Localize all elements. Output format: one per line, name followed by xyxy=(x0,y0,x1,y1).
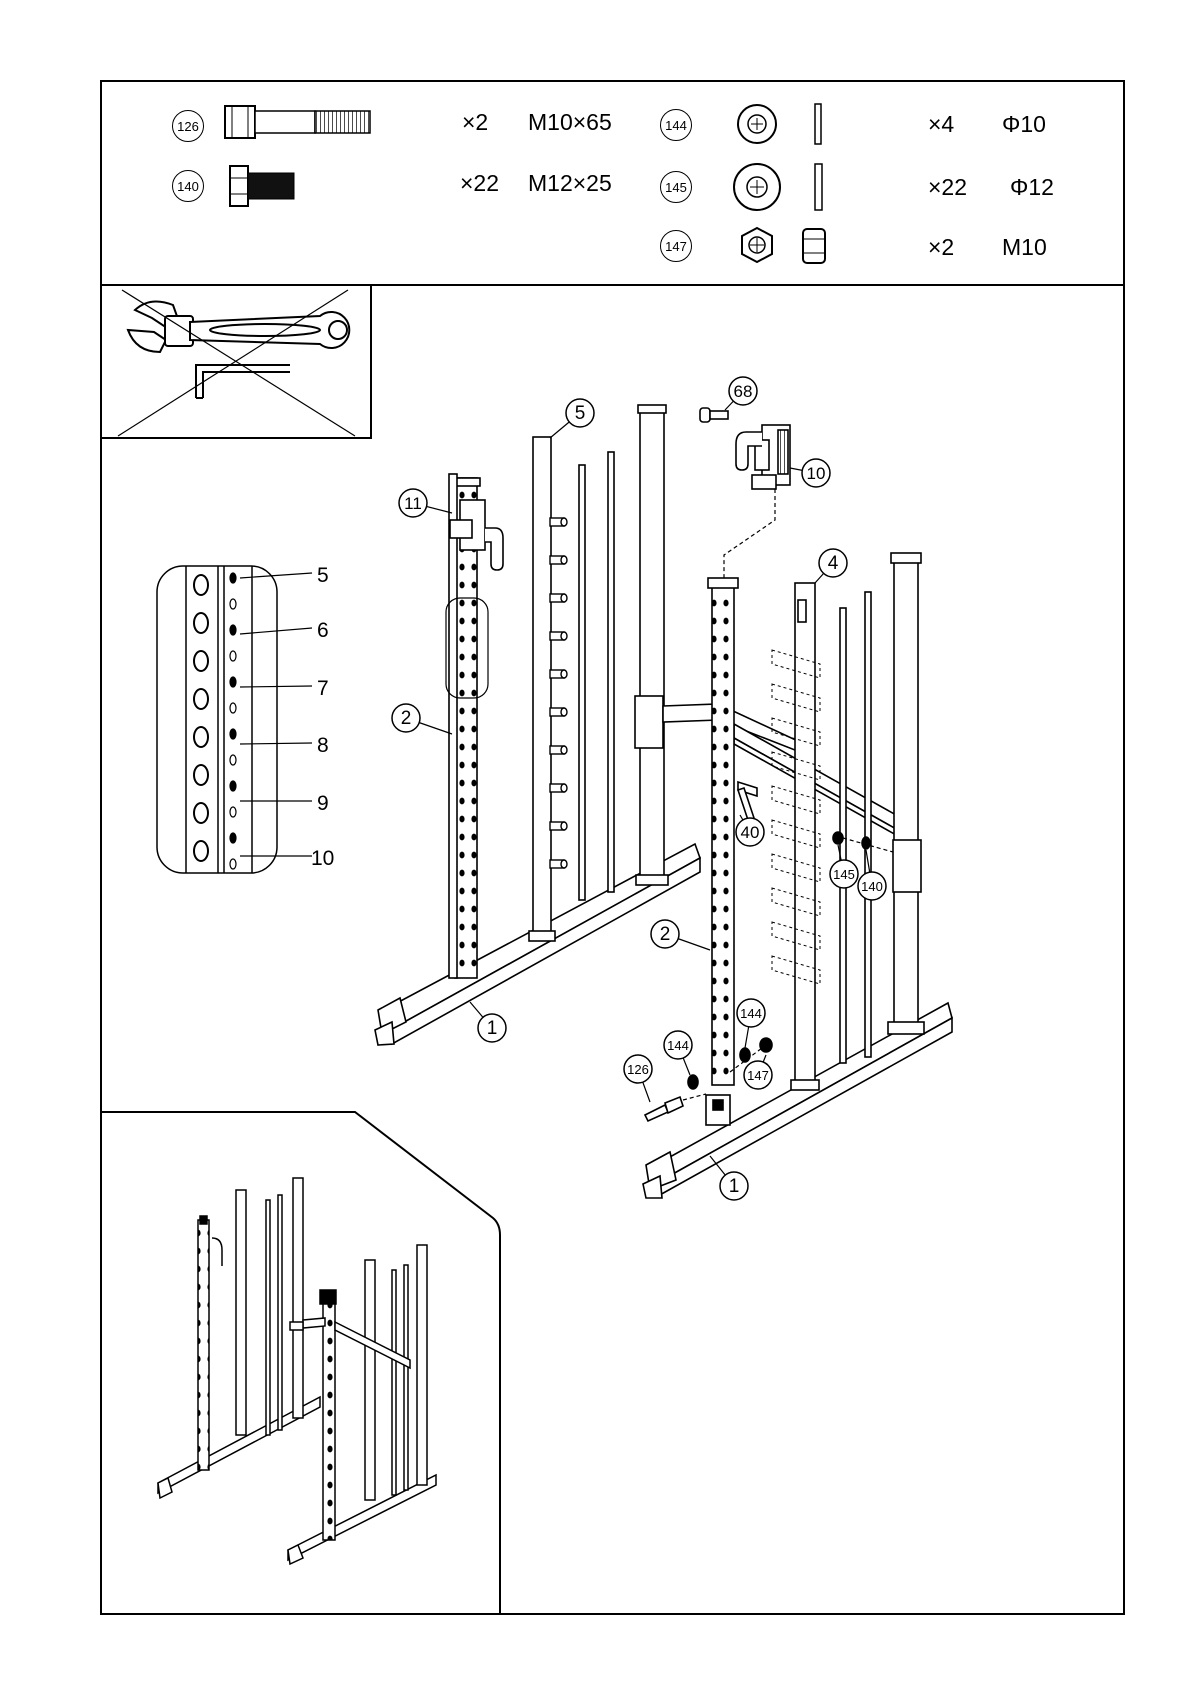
hardware-qty-126: ×2 xyxy=(462,111,488,134)
hardware-part-badge-147: 147 xyxy=(660,230,692,262)
overview-assembled-rack xyxy=(158,1178,436,1564)
exploded-view xyxy=(375,405,952,1198)
part-126-bolt-icon xyxy=(225,106,370,138)
front-ladder-upright xyxy=(712,585,734,1085)
rear-ladder-upright xyxy=(455,478,477,978)
callout-c40: 40 xyxy=(736,818,764,846)
rear-column-5 xyxy=(533,437,551,932)
detail-level-10: 10 xyxy=(311,848,334,869)
hardware-qty-140: ×22 xyxy=(460,172,499,195)
callout-c10: 10 xyxy=(802,459,830,487)
part-144-washer-icon xyxy=(738,104,821,144)
hardware-size-144: Φ10 xyxy=(1002,113,1046,136)
hardware-panel xyxy=(225,104,825,263)
callout-c144a: 144 xyxy=(737,999,765,1027)
detail-level-7: 7 xyxy=(317,678,329,699)
hardware-qty-145: ×22 xyxy=(928,176,967,199)
callout-c126: 126 xyxy=(624,1055,652,1083)
hole-level-detail xyxy=(157,566,312,873)
plate-storage-pegs xyxy=(550,518,567,868)
hardware-part-badge-145: 145 xyxy=(660,171,692,203)
callout-c144b: 144 xyxy=(664,1031,692,1059)
detail-level-6: 6 xyxy=(317,620,329,641)
detail-level-9: 9 xyxy=(317,793,329,814)
hardware-part-badge-140: 140 xyxy=(172,170,204,202)
callout-c4: 4 xyxy=(819,549,847,577)
hardware-size-126: M10×65 xyxy=(528,111,612,134)
adjustable-wrench-icon xyxy=(128,301,349,352)
hardware-part-badge-126: 126 xyxy=(172,110,204,142)
hardware-qty-147: ×2 xyxy=(928,236,954,259)
allen-key-icon xyxy=(196,365,290,398)
callout-c140: 140 xyxy=(858,872,886,900)
callout-c147: 147 xyxy=(744,1061,772,1089)
callout-c1a: 1 xyxy=(478,1014,506,1042)
hardware-size-140: M12×25 xyxy=(528,172,612,195)
j-hook-10 xyxy=(736,425,790,489)
part-145-washer-icon xyxy=(734,164,822,210)
callout-c2a: 2 xyxy=(392,704,420,732)
callout-c5: 5 xyxy=(566,399,594,427)
detail-level-5: 5 xyxy=(317,565,329,586)
hardware-size-147: M10 xyxy=(1002,236,1047,259)
callout-c68: 68 xyxy=(729,377,757,405)
detail-level-8: 8 xyxy=(317,735,329,756)
hardware-size-145: Φ12 xyxy=(1010,176,1054,199)
callout-c11: 11 xyxy=(399,489,427,517)
hardware-part-badge-144: 144 xyxy=(660,109,692,141)
callout-c2b: 2 xyxy=(651,920,679,948)
hardware-qty-144: ×4 xyxy=(928,113,954,136)
part-140-bolt-icon xyxy=(230,166,294,206)
front-column-4 xyxy=(795,583,815,1083)
callout-c1b: 1 xyxy=(720,1172,748,1200)
part-147-nut-icon xyxy=(742,228,825,263)
pin-68 xyxy=(700,408,728,422)
tools-panel xyxy=(101,285,371,438)
callout-c145: 145 xyxy=(830,860,858,888)
